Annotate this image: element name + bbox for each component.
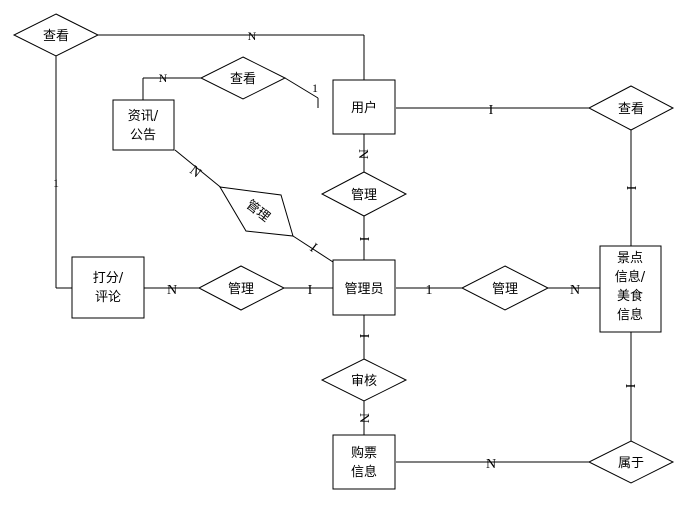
cardinality-admin-manage-scenic: 1 <box>426 283 433 298</box>
relation-manage-user-label: 管理 <box>351 188 377 203</box>
relation-manage-user: 管理 <box>320 171 408 217</box>
relation-belong-label: 属于 <box>618 456 644 471</box>
relation-view-top-left-label: 查看 <box>43 28 69 44</box>
entity-news: 资讯/ 公告 <box>112 99 175 151</box>
entity-news-label-line2: 公告 <box>130 128 156 143</box>
entity-scenic-label-line1: 景点 <box>617 251 643 266</box>
entity-ticket-label-line2: 信息 <box>351 464 377 480</box>
cardinality-scenic-belong: I <box>622 384 637 389</box>
cardinality-review-ticket: N <box>356 413 371 423</box>
relation-manage-scenic: 管理 <box>460 265 550 311</box>
entity-user-label: 用户 <box>351 100 377 116</box>
cardinality-user-manage-user: N <box>355 149 370 159</box>
relation-manage-rating-label: 管理 <box>228 282 254 297</box>
relation-view-news: 查看 <box>199 56 287 100</box>
cardinality-user-view-right: I <box>489 103 494 118</box>
line-view-to-user-a <box>284 77 319 99</box>
relation-review: 审核 <box>320 358 408 402</box>
relation-manage-news: 管理 <box>219 186 294 237</box>
entity-rating-label-line1: 打分/ <box>93 271 124 286</box>
line-news-to-manage <box>174 149 225 191</box>
cardinality-news-manage-news: N <box>186 163 203 181</box>
relation-manage-rating: 管理 <box>197 265 286 311</box>
cardinality-admin-review: I <box>356 334 371 339</box>
cardinality-view-news-user: 1 <box>312 81 318 95</box>
entity-admin: 管理员 <box>332 259 396 316</box>
entity-rating-label-line2: 评论 <box>95 290 121 305</box>
entity-scenic-label-line3: 美食 <box>617 288 643 304</box>
relation-view-news-label: 查看 <box>230 71 256 87</box>
relation-review-label: 审核 <box>351 374 377 389</box>
relation-manage-scenic-label: 管理 <box>492 282 518 297</box>
entity-ticket: 购票 信息 <box>332 434 396 490</box>
line-manage-to-admin-diag <box>292 235 334 263</box>
cardinality-view-news-news: N <box>159 71 168 85</box>
cardinality-ticket-belong: N <box>486 457 496 472</box>
cardinality-manage-user-admin: I <box>356 237 371 242</box>
cardinality-view-right-scenic: I <box>623 186 638 191</box>
cardinality-view-top-left-user: N <box>248 29 257 43</box>
relation-view-top-left: 查看 <box>12 13 100 57</box>
entity-ticket-label-line1: 购票 <box>351 445 377 461</box>
cardinality-manage-scenic-scenic: N <box>570 283 580 298</box>
relation-belong: 属于 <box>587 440 675 484</box>
entity-scenic: 景点 信息/ 美食 信息 <box>599 245 662 333</box>
relation-view-right: 查看 <box>587 85 675 131</box>
cardinality-manage-rating-admin: I <box>308 283 313 298</box>
entity-user: 用户 <box>332 79 396 135</box>
cardinality-rating-manage-rating: N <box>167 283 177 298</box>
entity-scenic-label-line2: 信息/ <box>615 269 646 285</box>
connection-lines <box>55 34 632 463</box>
entity-rating: 打分/ 评论 <box>71 256 145 319</box>
cardinality-manage-news-admin: I <box>307 241 320 256</box>
relation-view-right-label: 查看 <box>618 101 644 117</box>
entity-scenic-label-line4: 信息 <box>617 307 643 323</box>
entity-news-label-line1: 资讯/ <box>128 109 159 124</box>
entity-admin-label: 管理员 <box>344 282 383 297</box>
cardinality-view-top-left-rating: 1 <box>53 176 59 190</box>
